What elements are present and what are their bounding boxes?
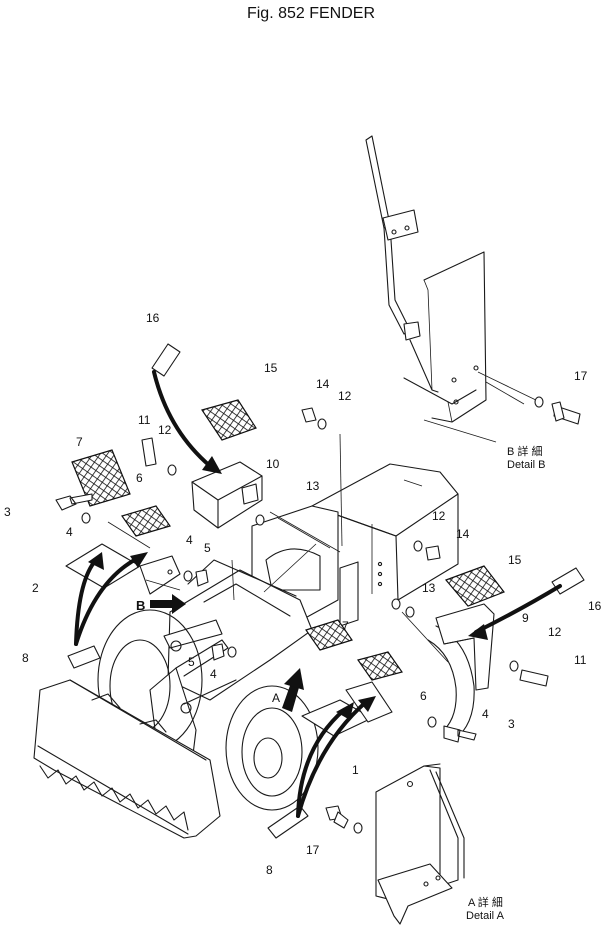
callout-15-left: 15 (264, 361, 278, 375)
callout-2: 2 (32, 581, 39, 595)
part-12-washer-left (167, 464, 177, 476)
part-8-pin-left (67, 645, 101, 669)
callout-5-low: 5 (188, 655, 195, 669)
part-6-mat-left (121, 505, 171, 537)
callout-12-left: 12 (158, 423, 172, 437)
assembly-arrow-2 (74, 552, 148, 646)
callout-5-mid: 5 (204, 541, 211, 555)
detail-a-label: Detail A (466, 910, 505, 922)
part-14-nut-upper (301, 407, 317, 423)
callout-7-left: 7 (76, 435, 83, 449)
callout-11-right: 11 (574, 653, 587, 667)
part-4-washer-right (427, 716, 437, 728)
assembly-arrow-16-left (152, 370, 222, 474)
part-5-nut-low (211, 643, 225, 661)
callout-8-left: 8 (22, 651, 29, 665)
callout-12-lower-right: 12 (548, 625, 562, 639)
part-4-washer-mid (183, 570, 193, 582)
assembly-arrow-8 (296, 696, 376, 818)
view-marker-b: B (136, 598, 145, 613)
part-5-nut-mid (195, 569, 209, 587)
callout-16-right: 16 (588, 599, 602, 613)
part-8-pin-lower (267, 805, 309, 839)
part-17-bolt-lower (325, 805, 363, 834)
callout-4-right: 4 (482, 707, 489, 721)
part-15-mat-right (444, 565, 505, 607)
callout-12-upper: 12 (338, 389, 352, 403)
callout-4-left: 4 (66, 525, 73, 539)
callout-13-left: 13 (306, 479, 320, 493)
part-4-washer-low (227, 646, 237, 658)
callout-14-upper: 14 (316, 377, 330, 391)
part-16-left (151, 343, 181, 377)
callout-16-left: 16 (146, 311, 160, 325)
callout-6-right: 6 (420, 689, 427, 703)
callout-17-lower: 17 (306, 843, 320, 857)
callouts: 1 2 3 3 4 4 4 4 5 5 6 6 7 7 8 8 9 10 11 … (4, 311, 602, 877)
part-13-washer-right-2 (405, 606, 415, 618)
callout-13-right: 13 (422, 581, 436, 595)
callout-3-right: 3 (508, 717, 515, 731)
part-12-washer-right (413, 540, 423, 552)
part-10-fender (191, 461, 263, 529)
callout-15-right: 15 (508, 553, 522, 567)
callout-4-low: 4 (210, 667, 217, 681)
callout-4-mid: 4 (186, 533, 193, 547)
assembly-arrow-16-right (468, 584, 562, 640)
part-7-mat-right (305, 619, 353, 651)
callout-3-left: 3 (4, 505, 11, 519)
figure-title: Fig. 852 FENDER (247, 5, 375, 22)
callout-9: 9 (522, 611, 529, 625)
callout-1: 1 (352, 763, 359, 777)
detail-a-bracket (375, 763, 465, 925)
detail-b-jp-label: B 詳 細 (507, 444, 542, 458)
part-3-bolt-left (55, 493, 93, 511)
callout-11-left: 11 (138, 413, 151, 427)
detail-b-bracket (365, 135, 541, 443)
part-11-bolt-right (519, 669, 549, 687)
view-arrow-b (150, 594, 186, 614)
part-3-bolt-right (443, 725, 477, 743)
callout-12-right: 12 (432, 509, 446, 523)
part-7-mat-left (71, 449, 131, 507)
part-15-mat-left (201, 399, 257, 441)
detail-b-bolt (534, 396, 581, 425)
part-4-washer-left (81, 512, 91, 524)
callout-7-right: 7 (342, 619, 349, 633)
view-marker-a: A (272, 691, 280, 705)
leader-lines (107, 381, 525, 663)
callout-17-upper: 17 (574, 369, 588, 383)
part-13-washer-right (391, 598, 401, 610)
detail-a-jp-label: A 詳 細 (468, 895, 503, 909)
part-12-washer-lower-right (509, 660, 519, 672)
callout-10: 10 (266, 457, 280, 471)
part-13-washer-left (255, 514, 265, 526)
callout-14-right: 14 (456, 527, 470, 541)
part-12-washer-upper (317, 418, 327, 430)
part-9-fender (435, 603, 495, 691)
view-arrow-a (282, 668, 304, 712)
part-14-nut-right (425, 545, 441, 561)
part-6-mat-right (357, 651, 403, 681)
part-11-bolt-left (141, 437, 157, 467)
loader-body (33, 463, 475, 839)
callout-6-left: 6 (136, 471, 143, 485)
callout-8-lower: 8 (266, 863, 273, 877)
detail-b-label: Detail B (507, 459, 546, 471)
